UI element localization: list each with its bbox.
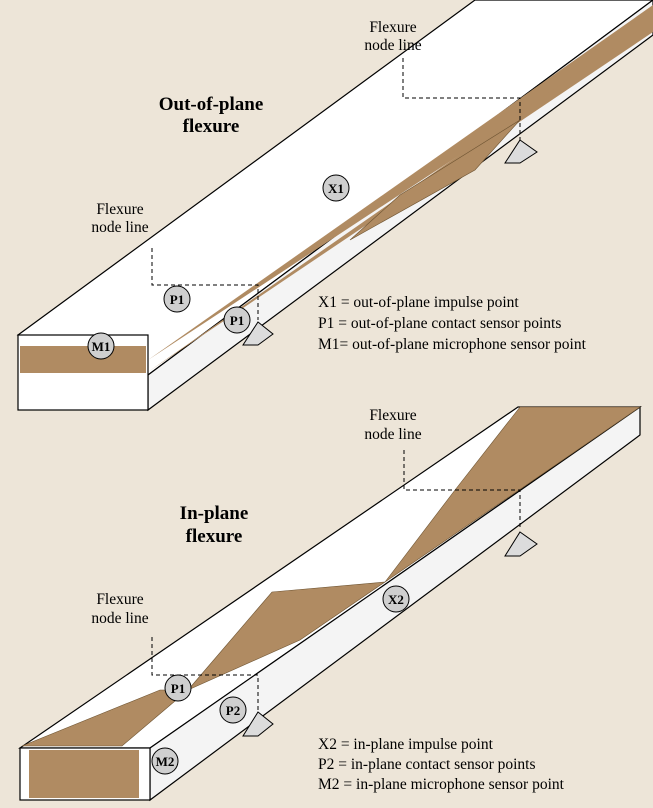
top-node-line-upper xyxy=(402,58,521,140)
top-support-right xyxy=(504,139,538,164)
marker-x2: X2 xyxy=(382,585,410,613)
heading-line-1: In-plane xyxy=(180,503,249,524)
bottom-node-line-lower xyxy=(151,637,259,712)
marker-x1: X1 xyxy=(322,174,350,202)
bottom-beam-core-end xyxy=(29,750,139,798)
bottom-support-left xyxy=(242,711,274,737)
in-plane-legend: X2 = in-plane impulse point P2 = in-plan… xyxy=(318,736,565,793)
marker-p2: P2 xyxy=(219,696,247,724)
heading-line-1: Out-of-plane xyxy=(159,94,264,115)
marker-m2-label: M2 xyxy=(156,754,175,769)
top-node-label-lower: Flexure node line xyxy=(91,201,148,236)
node-label-line-1: Flexure xyxy=(369,407,416,424)
legend-x2: X2 = in-plane impulse point xyxy=(318,736,494,753)
legend-p1: P1 = out-of-plane contact sensor points xyxy=(318,315,561,332)
marker-x1-label: X1 xyxy=(328,181,344,196)
top-node-label-upper: Flexure node line xyxy=(364,19,421,54)
out-of-plane-legend: X1 = out-of-plane impulse point P1 = out… xyxy=(318,294,587,353)
marker-m1-label: M1 xyxy=(92,339,111,354)
top-support-left xyxy=(242,321,274,346)
bottom-node-label-lower: Flexure node line xyxy=(91,591,148,627)
node-label-line-2: node line xyxy=(91,219,148,236)
out-of-plane-beam xyxy=(16,0,653,412)
node-label-line-1: Flexure xyxy=(96,201,143,218)
bottom-node-label-upper: Flexure node line xyxy=(364,407,421,443)
legend-x1: X1 = out-of-plane impulse point xyxy=(318,294,519,311)
heading-line-2: flexure xyxy=(186,526,243,547)
legend-m1: M1= out-of-plane microphone sensor point xyxy=(318,336,587,353)
node-label-line-2: node line xyxy=(364,426,421,443)
marker-p1-b: P1 xyxy=(223,306,251,334)
marker-x2-label: X2 xyxy=(388,592,404,607)
bottom-beam-core-tip xyxy=(384,406,641,583)
heading-line-2: flexure xyxy=(183,116,240,137)
marker-p1-b-label: P1 xyxy=(230,313,244,328)
bottom-support-right xyxy=(504,531,538,557)
node-label-line-2: node line xyxy=(91,610,148,627)
marker-m2: M2 xyxy=(151,747,179,775)
legend-p2: P2 = in-plane contact sensor points xyxy=(318,756,536,773)
out-of-plane-heading: Out-of-plane flexure xyxy=(159,94,264,137)
marker-p1: P1 xyxy=(164,674,192,702)
node-label-line-2: node line xyxy=(364,37,421,54)
marker-m1: M1 xyxy=(87,332,115,360)
bottom-node-line-upper xyxy=(403,450,521,530)
marker-p1-label: P1 xyxy=(171,681,185,696)
node-label-line-1: Flexure xyxy=(96,591,143,608)
top-beam-core-twist xyxy=(148,5,653,360)
top-beam-core-end xyxy=(20,346,146,373)
legend-m2: M2 = in-plane microphone sensor point xyxy=(318,776,565,793)
node-label-line-1: Flexure xyxy=(369,19,416,36)
marker-p1-a-label: P1 xyxy=(170,292,184,307)
marker-p1-a: P1 xyxy=(163,285,191,313)
in-plane-heading: In-plane flexure xyxy=(180,503,249,547)
marker-p2-label: P2 xyxy=(226,703,240,718)
